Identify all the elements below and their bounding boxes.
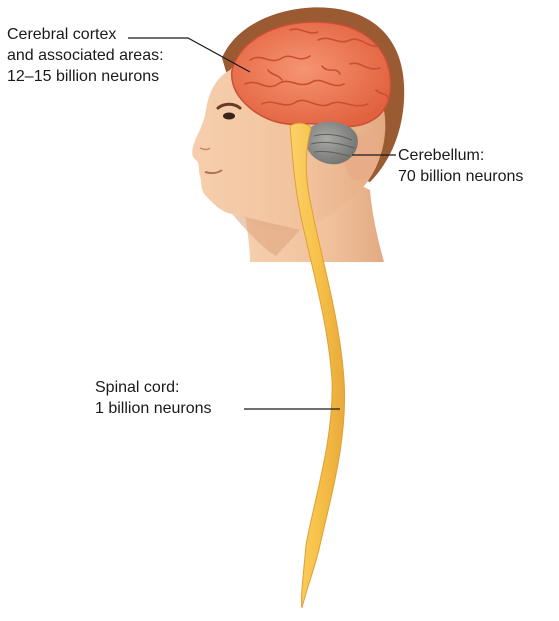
cortex-label: Cerebral cortex and associated areas: 12… xyxy=(7,24,164,87)
cerebellum-label-line-1: Cerebellum: xyxy=(398,145,523,166)
cortex-label-line-3: 12–15 billion neurons xyxy=(7,66,164,87)
cortex-label-line-2: and associated areas: xyxy=(7,45,164,66)
spinal-cord-label: Spinal cord: 1 billion neurons xyxy=(95,377,212,419)
cerebellum-label: Cerebellum: 70 billion neurons xyxy=(398,145,523,187)
cortex-label-line-1: Cerebral cortex xyxy=(7,24,164,45)
cerebral-cortex xyxy=(232,22,391,127)
cerebellum-label-line-2: 70 billion neurons xyxy=(398,166,523,187)
spinal-cord-label-line-2: 1 billion neurons xyxy=(95,398,212,419)
spinal-cord-label-line-1: Spinal cord: xyxy=(95,377,212,398)
